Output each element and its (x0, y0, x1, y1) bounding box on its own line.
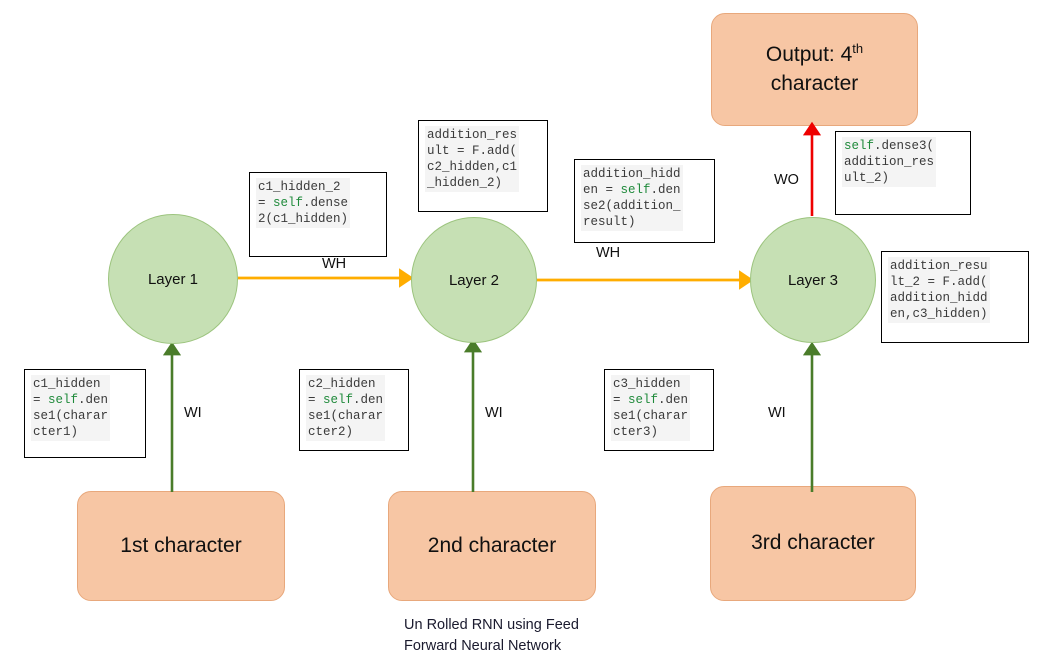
code-box-c1-hidden-2: c1_hidden_2 = self.dense 2(c1_hidden) (249, 172, 387, 257)
code-box-addition-hidden: addition_hidd en = self.den se2(addition… (574, 159, 715, 243)
code-box-c2-hidden: c2_hidden = self.den se1(charar cter2) (299, 369, 409, 451)
input-node-1-label: 1st character (120, 533, 242, 557)
weight-label-wi-3: WI (768, 405, 786, 421)
code-box-addition-result-2-text: addition_resu lt_2 = F.add( addition_hid… (888, 257, 990, 323)
weight-label-wi-2: WI (485, 405, 503, 421)
weight-label-wh-2: WH (596, 245, 621, 261)
output-node-label-ordinal: th (852, 41, 864, 57)
input-node-3[interactable]: 3rd character (710, 486, 916, 601)
weight-label-wi-1: WI (184, 405, 202, 421)
code-box-addition-result-text: addition_res ult = F.add( c2_hidden,c1 _… (425, 126, 520, 192)
code-box-c3-hidden-text: c3_hidden = self.den se1(charar cter3) (611, 375, 691, 441)
output-node[interactable]: Output: 4th character (711, 13, 918, 126)
input-node-1[interactable]: 1st character (77, 491, 285, 601)
weight-label-wo: WO (774, 172, 799, 188)
output-node-label-suffix: character (770, 71, 859, 95)
layer-node-1-label: Layer 1 (147, 270, 199, 288)
layer-node-3-label: Layer 3 (787, 271, 839, 289)
code-box-c1-hidden-text: c1_hidden = self.den se1(charar cter1) (31, 375, 111, 441)
code-box-c1-hidden: c1_hidden = self.den se1(charar cter1) (24, 369, 146, 458)
output-node-label-prefix: Output: 4 (765, 43, 853, 67)
input-node-3-label: 3rd character (751, 531, 875, 555)
input-node-2[interactable]: 2nd character (388, 491, 596, 601)
weight-label-wh-1: WH (322, 256, 347, 272)
code-box-addition-result: addition_res ult = F.add( c2_hidden,c1 _… (418, 120, 548, 212)
output-node-label: Output: 4th character (766, 41, 863, 98)
code-box-addition-result-2: addition_resu lt_2 = F.add( addition_hid… (881, 251, 1029, 343)
code-box-dense3: self.dense3( addition_res ult_2) (835, 131, 971, 215)
code-box-c2-hidden-text: c2_hidden = self.den se1(charar cter2) (306, 375, 386, 441)
layer-node-1[interactable]: Layer 1 (108, 214, 238, 344)
code-box-c3-hidden: c3_hidden = self.den se1(charar cter3) (604, 369, 714, 451)
diagram-caption: Un Rolled RNN using Feed Forward Neural … (404, 617, 579, 655)
code-box-addition-hidden-text: addition_hidd en = self.den se2(addition… (581, 165, 683, 231)
input-node-2-label: 2nd character (427, 533, 557, 557)
code-box-dense3-text: self.dense3( addition_res ult_2) (842, 137, 937, 187)
code-box-c1-hidden-2-text: c1_hidden_2 = self.dense 2(c1_hidden) (256, 178, 351, 228)
layer-node-3[interactable]: Layer 3 (750, 217, 876, 343)
layer-node-2[interactable]: Layer 2 (411, 217, 537, 343)
layer-node-2-label: Layer 2 (448, 271, 500, 289)
